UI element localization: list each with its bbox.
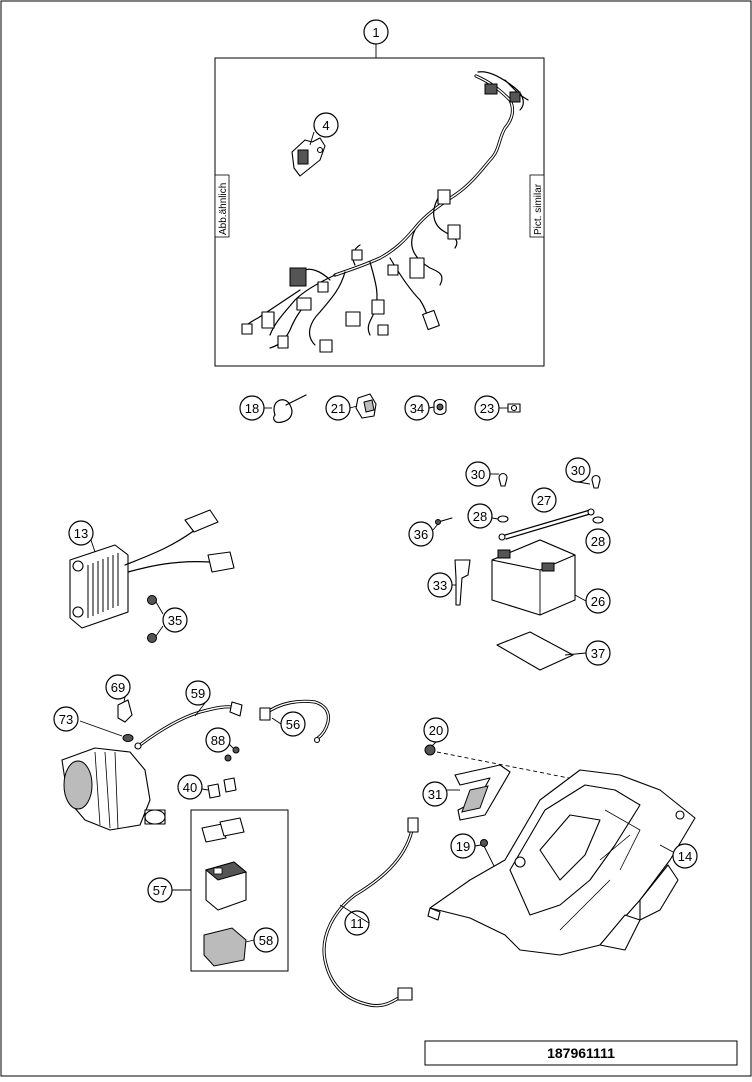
voltage-regulator-drawing xyxy=(69,509,235,629)
callout-28-left: 28 xyxy=(467,503,493,529)
leader-lines xyxy=(90,131,674,943)
svg-text:69: 69 xyxy=(111,680,125,695)
starter-relay-group xyxy=(172,809,289,972)
svg-text:27: 27 xyxy=(537,493,551,508)
svg-text:20: 20 xyxy=(429,723,443,738)
svg-text:36: 36 xyxy=(414,527,428,542)
cable-11-drawing xyxy=(322,817,419,1008)
svg-text:35: 35 xyxy=(168,613,182,628)
callout-26: 26 xyxy=(585,588,611,614)
svg-text:73: 73 xyxy=(59,712,73,727)
svg-text:4: 4 xyxy=(322,118,329,133)
svg-text:13: 13 xyxy=(74,526,88,541)
svg-text:28: 28 xyxy=(473,509,487,524)
svg-text:18: 18 xyxy=(245,401,259,416)
callout-28-right: 28 xyxy=(585,528,611,554)
callout-19: 19 xyxy=(450,833,476,859)
svg-text:21: 21 xyxy=(331,401,345,416)
callout-58: 58 xyxy=(253,927,279,953)
svg-text:26: 26 xyxy=(591,594,605,609)
side-label-left: Abb.ähnlich xyxy=(218,183,229,235)
svg-text:37: 37 xyxy=(591,646,605,661)
svg-text:40: 40 xyxy=(183,780,197,795)
svg-text:30: 30 xyxy=(471,467,485,482)
svg-text:28: 28 xyxy=(591,534,605,549)
part-4-drawing xyxy=(291,137,326,177)
relay-frame xyxy=(190,809,289,972)
cable-tie-drawing xyxy=(273,394,307,423)
clamp-34-drawing xyxy=(433,398,447,416)
callout-33: 33 xyxy=(427,572,453,598)
svg-text:57: 57 xyxy=(153,883,167,898)
svg-text:34: 34 xyxy=(410,401,424,416)
battery-group-drawing xyxy=(435,472,604,671)
callout-4: 4 xyxy=(313,112,339,138)
svg-text:19: 19 xyxy=(456,839,470,854)
callout-40: 40 xyxy=(177,774,203,800)
bolts-35-drawing xyxy=(147,595,164,643)
part-number: 187961111 xyxy=(547,1045,615,1061)
callout-18: 18 xyxy=(239,395,265,421)
callout-31: 31 xyxy=(422,781,448,807)
callout-27: 27 xyxy=(531,487,557,513)
starter-group-drawing xyxy=(61,699,331,831)
callout-21: 21 xyxy=(325,395,351,421)
callout-34: 34 xyxy=(404,395,430,421)
wiring-harness-group: Abb.ähnlich Pict. similar xyxy=(214,44,545,367)
svg-text:31: 31 xyxy=(428,787,442,802)
callout-88: 88 xyxy=(205,727,231,753)
callout-37: 37 xyxy=(585,640,611,666)
svg-text:59: 59 xyxy=(191,686,205,701)
callout-56: 56 xyxy=(280,711,306,737)
callout-35: 35 xyxy=(162,607,188,633)
callout-1: 1 xyxy=(363,19,389,45)
callout-23: 23 xyxy=(474,395,500,421)
svg-text:23: 23 xyxy=(480,401,494,416)
callout-73: 73 xyxy=(53,706,79,732)
wiring-harness-drawing xyxy=(241,71,529,353)
side-label-right: Pict. similar xyxy=(533,183,544,235)
callout-30-right: 30 xyxy=(565,457,591,483)
svg-text:56: 56 xyxy=(286,717,300,732)
svg-text:11: 11 xyxy=(350,916,364,931)
callout-13: 13 xyxy=(68,520,94,546)
battery-holder-drawing xyxy=(424,744,696,956)
clip-21-drawing xyxy=(355,393,377,419)
callout-59: 59 xyxy=(185,680,211,706)
callout-30-left: 30 xyxy=(465,461,491,487)
callout-14: 14 xyxy=(672,843,698,869)
callout-69: 69 xyxy=(105,674,131,700)
svg-text:88: 88 xyxy=(211,733,225,748)
callout-57: 57 xyxy=(147,877,173,903)
svg-text:58: 58 xyxy=(259,933,273,948)
callout-11: 11 xyxy=(344,910,370,936)
callout-20: 20 xyxy=(423,717,449,743)
svg-text:33: 33 xyxy=(433,578,447,593)
svg-text:1: 1 xyxy=(372,25,379,40)
svg-text:14: 14 xyxy=(678,849,692,864)
svg-text:30: 30 xyxy=(571,463,585,478)
part-number-box: 187961111 xyxy=(424,1040,738,1066)
callout-36: 36 xyxy=(408,521,434,547)
clip-23-drawing xyxy=(507,403,521,413)
